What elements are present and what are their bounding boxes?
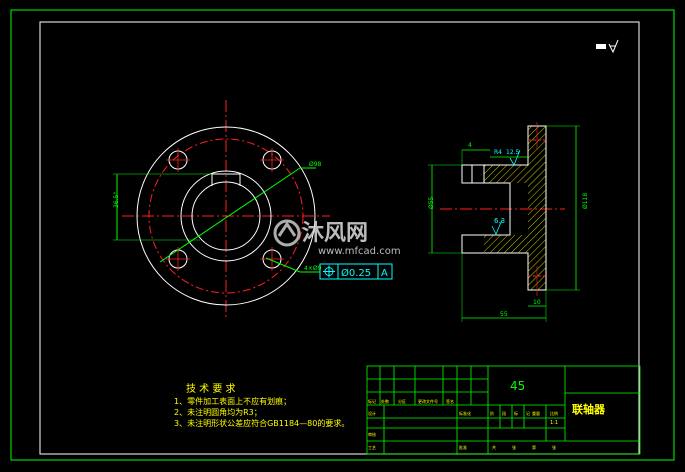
tolerance-value: Ø0.25 (341, 267, 371, 279)
leader-line (265, 257, 301, 273)
title-block (366, 365, 641, 455)
front-diameter-label: Ø98 (309, 161, 322, 168)
bore-circle (191, 181, 261, 251)
tb-col-0: 阶 (490, 410, 494, 416)
part-name: 联轴器 (572, 402, 606, 416)
hub-circle (180, 170, 272, 262)
tech-item-2: 2、未注明圆角均为R3； (174, 407, 262, 417)
section-dim-small: 4 (468, 142, 472, 149)
tb-r2-3: 标准化 (459, 410, 471, 416)
outer-border (10, 9, 675, 461)
tb-r1-1: 处数 (381, 398, 389, 404)
tech-item-3: 3、未注明形状公差应符合GB1184—80的要求。 (174, 418, 349, 428)
tolerance-frame (319, 263, 393, 280)
tolerance-datum: A (381, 268, 388, 279)
front-height-label: 36.5° (113, 192, 120, 208)
material-label: 45 (510, 379, 525, 393)
front-view (113, 100, 330, 318)
tb-bot-1: 张 (512, 444, 516, 450)
surface-symbol-text: ▬∀ (0, 0, 2, 1)
tb-col-1: 段 (502, 410, 506, 416)
inner-border (39, 21, 640, 455)
tech-item-1: 1、零件加工表面上不应有划痕； (174, 396, 291, 406)
section-dim-top2: 12.5 (506, 149, 520, 156)
hub-bottom-hatch (484, 235, 510, 253)
tb-r1-0: 标记 (368, 398, 376, 404)
tb-r4-0: 工艺 (368, 445, 376, 450)
tb-col-2: 标 (514, 410, 518, 416)
section-dim-top1: R4 (494, 149, 502, 156)
tech-title: 技 术 要 求 (186, 382, 236, 395)
tb-r1-3: 更改文件号 (418, 398, 438, 404)
outer-circle (136, 126, 316, 306)
keyway (211, 173, 241, 186)
watermark-brand: 沐风网 (302, 221, 368, 246)
tb-col-3: 记 (526, 410, 530, 416)
section-dim-right: Ø118 (582, 193, 589, 209)
section-roughness: 6.3 (494, 217, 505, 225)
tb-col-5: 比例 (550, 410, 558, 416)
watermark-url: www.mfcad.com (318, 246, 401, 257)
tb-r4-1: 批准 (459, 444, 467, 450)
tb-r3-0: 审核 (368, 431, 376, 437)
section-dim-bottom: 55 (500, 311, 508, 318)
diameter-dimension-line (159, 167, 301, 263)
bolt-circle (148, 138, 304, 294)
tb-r2-0: 设计 (368, 410, 376, 416)
watermark-logo-icon (273, 219, 301, 247)
watermark: 沐风网 www.mfcad.com (273, 219, 401, 257)
tb-bot-3: 张 (552, 444, 556, 450)
tb-r1-2: 分区 (398, 398, 406, 404)
tb-r1-4: 签名 (446, 398, 454, 404)
leader-label: 4×Ø9 (304, 265, 322, 272)
surface-roughness-symbol (596, 39, 619, 54)
scale-value: 1:1 (550, 420, 558, 426)
tb-col-4: 重量 (532, 410, 540, 416)
tb-bot-0: 共 (492, 444, 496, 450)
hub-top-hatch (484, 165, 510, 183)
section-dim-flange: 10 (533, 299, 541, 306)
flange-hatch (510, 126, 546, 290)
section-dim-left: Ø55 (428, 196, 435, 209)
tb-bot-2: 第 (532, 444, 536, 450)
section-view (428, 122, 580, 322)
